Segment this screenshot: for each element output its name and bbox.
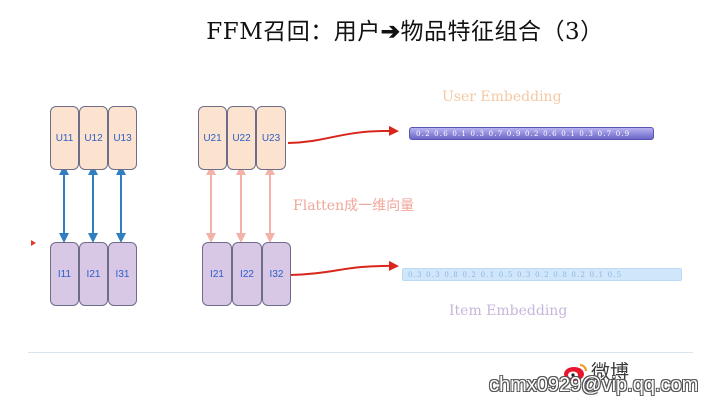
item-feature-cell: I11 (50, 242, 79, 306)
item-feature-cell: I31 (108, 242, 137, 306)
item-feature-cell: I22 (232, 242, 262, 306)
watermark-url: chmx0929@vip.qq.com (489, 374, 699, 396)
user-feature-cell: U21 (198, 106, 227, 170)
weibo-logo-icon (564, 364, 587, 381)
item-feature-cell: I21 (202, 242, 232, 306)
slide-pointer-marker (31, 240, 36, 246)
flatten-label: Flatten成一维向量 (293, 198, 415, 214)
user-feature-cell: U12 (79, 106, 108, 170)
title-suffix: 物品特征组合（3） (400, 19, 604, 45)
item-feature-cell: I32 (262, 242, 291, 306)
watermark-brand: 微博 (591, 361, 630, 383)
user-feature-cell: U13 (108, 106, 137, 170)
item-embedding-label: Item Embedding (449, 303, 568, 319)
slide-title: FFM召回：用户➔物品特征组合（3） (0, 12, 720, 46)
item-embedding-vector: 0.3 0.3 0.8 0.2 0.1 0.5 0.3 0.2 0.8 0.2 … (402, 268, 682, 281)
user-embedding-vector: 0.2 0.6 0.1 0.3 0.7 0.9 0.2 0.6 0.1 0.3 … (409, 127, 654, 140)
user-embedding-label: User Embedding (442, 89, 562, 105)
footer-divider (28, 352, 693, 353)
user-feature-cell: U23 (256, 106, 286, 170)
user-embedding-arrow (287, 125, 399, 144)
user-feature-cell: U22 (227, 106, 256, 170)
title-arrow-icon: ➔ (380, 18, 401, 45)
user-feature-cell: U11 (50, 106, 79, 170)
title-prefix: FFM召回：用户 (206, 19, 381, 45)
item-feature-cell: I21 (79, 242, 108, 306)
item-embedding-arrow (289, 260, 399, 276)
